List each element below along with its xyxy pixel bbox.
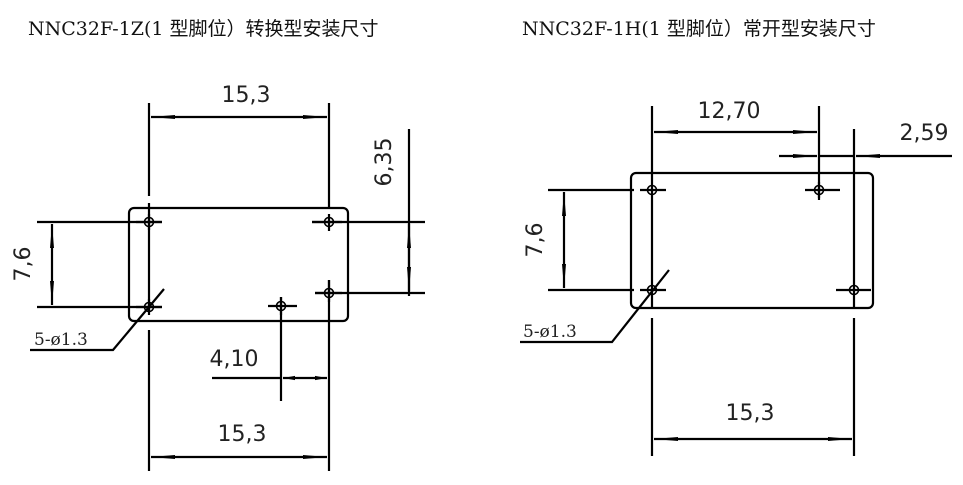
left-pin: [312, 214, 342, 231]
right-relay-outline: [629, 171, 875, 310]
right-bottom-dimension-label: 15,3: [726, 401, 775, 426]
right-top-dimension-label: 12,70: [698, 99, 761, 124]
left-pin: [136, 214, 162, 230]
left-left-dimension-label: 7,6: [11, 247, 36, 282]
right-drawing-title: NNC32F-1H(1 型脚位）常开型安装尺寸: [522, 18, 876, 40]
left-relay-outline: [127, 206, 350, 323]
right-pin: [640, 184, 666, 196]
right-drawing: 12,70 2,59 7,6 15,3 5-ø1.3: [520, 99, 952, 456]
right-pin: [836, 284, 871, 296]
right-pin: [640, 284, 666, 296]
left-pin: [268, 297, 297, 315]
left-offset-dimension-label: 4,10: [210, 347, 259, 372]
left-drawing-title: NNC32F-1Z(1 型脚位）转换型安装尺寸: [28, 18, 379, 40]
left-bottom-dimension-label: 15,3: [218, 422, 267, 447]
left-drawing: 15,3 6,35 7,6 4,10 15,3 5-ø1.3: [11, 83, 425, 471]
right-offset-dimension-label: 2,59: [900, 121, 949, 146]
right-left-dimension-label: 7,6: [523, 223, 548, 258]
right-hole-note: 5-ø1.3: [523, 322, 577, 342]
left-top-dimension-label: 15,3: [222, 83, 271, 108]
left-hole-note: 5-ø1.3: [34, 330, 88, 350]
left-pin: [315, 280, 342, 302]
right-pin: [805, 182, 840, 200]
left-pin: [136, 299, 162, 315]
left-right-dimension-label: 6,35: [372, 138, 397, 187]
left-hole-leader: [30, 288, 165, 352]
